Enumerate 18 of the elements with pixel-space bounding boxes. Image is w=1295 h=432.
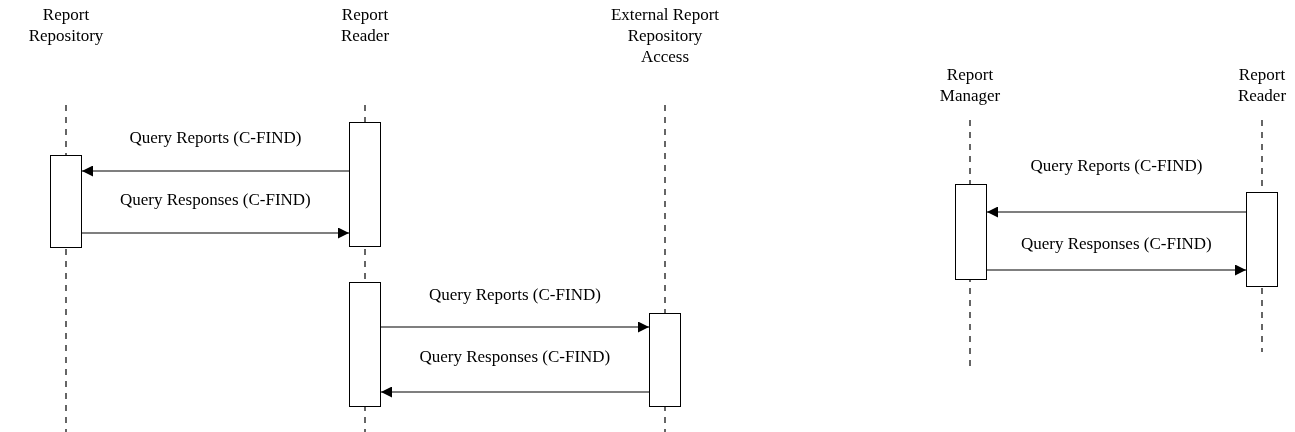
- activation-bar: [349, 122, 381, 247]
- message-arrow: [81, 165, 350, 177]
- message-label: Query Responses (C-FIND): [118, 190, 313, 210]
- activation-bar: [649, 313, 681, 407]
- message-label: Query Responses (C-FIND): [417, 347, 613, 367]
- message-arrow: [986, 264, 1247, 276]
- message-arrow: [986, 206, 1247, 218]
- activation-bar: [349, 282, 381, 407]
- message-arrow: [380, 321, 650, 333]
- message-arrow: [380, 386, 650, 398]
- message-label: Query Reports (C-FIND): [427, 285, 603, 305]
- message-label: Query Responses (C-FIND): [1019, 234, 1214, 254]
- message-label: Query Reports (C-FIND): [1028, 156, 1205, 176]
- activation-bar: [50, 155, 82, 248]
- activation-bar: [1246, 192, 1278, 287]
- message-arrow: [81, 227, 350, 239]
- activation-bar: [955, 184, 987, 280]
- message-label: Query Reports (C-FIND): [127, 128, 304, 148]
